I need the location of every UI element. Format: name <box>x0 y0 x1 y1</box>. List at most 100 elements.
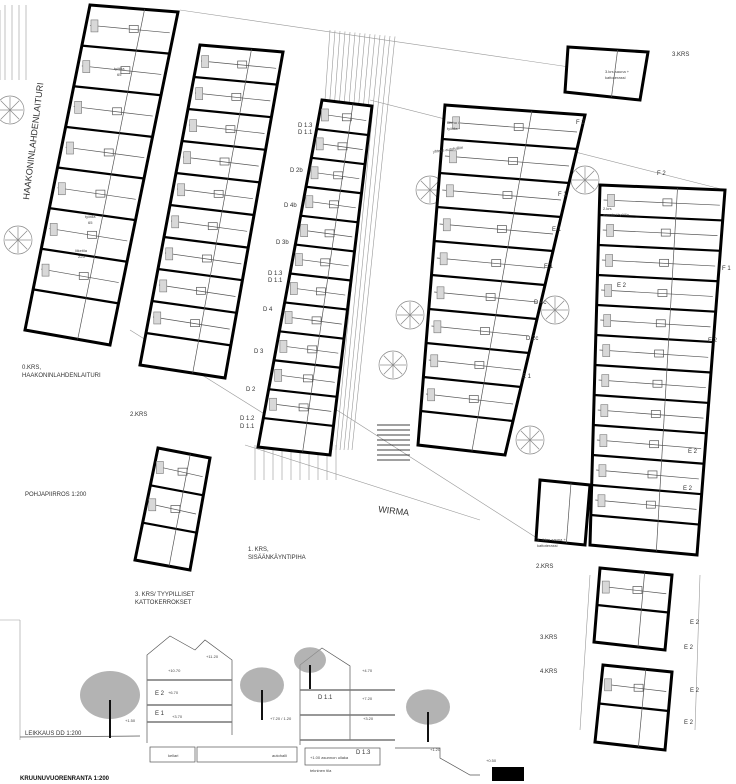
furniture-symbol <box>316 287 326 296</box>
block-attic-left <box>133 446 212 572</box>
tree-branch <box>400 305 411 316</box>
unit-divider-wall <box>157 267 243 282</box>
room-partition <box>176 188 253 200</box>
unit-type-label: E 2 <box>690 688 700 694</box>
tree-branch <box>575 170 586 181</box>
block-a <box>23 3 180 347</box>
unit-divider-wall <box>181 139 266 151</box>
furniture-symbol <box>120 66 131 74</box>
floor-label-ground-1: 0.KRS, <box>22 365 41 371</box>
tree-crown <box>294 647 326 673</box>
furniture-symbol <box>485 293 496 301</box>
tree-branch <box>584 170 595 181</box>
tree-crown <box>80 671 140 719</box>
labels: HAAKONINLAHDENLAITURI WIRMA 0.KRS, HAAKO… <box>20 52 731 782</box>
tree-icon <box>3 225 33 255</box>
unit-type-label: D 1.2 <box>240 416 255 422</box>
furniture-symbol <box>480 327 490 335</box>
unit-type-label: E 1 <box>544 264 554 270</box>
unit-divider-wall <box>591 483 702 496</box>
tree-branch <box>529 439 540 450</box>
tree-branch <box>383 355 394 366</box>
unit-divider-wall <box>597 273 719 283</box>
tree-branch <box>17 239 28 250</box>
unit-type-label: E 2 <box>708 338 718 344</box>
corridor-line <box>168 454 191 567</box>
balcony-area <box>189 119 197 132</box>
balcony-area <box>300 224 308 237</box>
unit-divider-wall <box>73 85 162 97</box>
block-4krs <box>593 663 674 752</box>
unit-divider-wall <box>193 75 278 86</box>
tree-branch <box>420 189 431 200</box>
block-sauna-top <box>563 45 650 102</box>
furniture-symbol <box>202 254 212 263</box>
block-b <box>138 43 285 380</box>
section-house-1 <box>146 635 233 743</box>
balcony-area <box>148 498 157 512</box>
tree-branch <box>584 179 595 190</box>
room-label: työtila <box>85 214 96 219</box>
balcony-area <box>315 137 324 151</box>
balcony-area <box>442 218 451 232</box>
tree-branch <box>545 300 556 311</box>
furniture-symbol <box>307 345 318 354</box>
hatch-line <box>347 35 391 451</box>
balcony-area <box>41 263 50 277</box>
unit-divider-wall <box>311 156 366 166</box>
room-label: yhteys autohalliin <box>432 145 463 154</box>
unit-divider-wall <box>32 288 119 305</box>
tree-crown <box>240 667 284 703</box>
unit-type-label: D 2 <box>246 387 256 393</box>
unit-divider-wall <box>268 388 338 398</box>
room-partition <box>285 316 342 325</box>
balcony-area <box>284 311 293 324</box>
building-outline <box>534 478 592 547</box>
unit-divider-wall <box>151 299 237 314</box>
unit-type-label: F 1 <box>558 192 567 198</box>
building-blocks <box>23 3 727 752</box>
unit-divider-wall <box>592 453 705 465</box>
furniture-symbol <box>649 440 660 449</box>
tree-branch <box>383 364 394 375</box>
room-partition <box>600 319 711 328</box>
section-tree-icon <box>406 689 450 742</box>
room-partition <box>280 345 339 354</box>
unit-divider-wall <box>305 185 362 195</box>
unit-divider-wall <box>596 603 669 614</box>
room-partition <box>601 289 713 297</box>
corridor-line <box>637 572 645 647</box>
level-mark: +1.20 <box>430 747 441 752</box>
unit-type-label: D 4 <box>263 307 273 313</box>
section-tree-icon <box>240 667 284 720</box>
furniture-symbol <box>298 403 309 412</box>
section-tree-icon <box>80 671 140 738</box>
unit-divider-wall <box>594 363 712 374</box>
balcony-area <box>159 279 168 293</box>
balcony-area <box>436 286 445 300</box>
block-sauna-right <box>534 478 592 547</box>
room-partition <box>291 287 346 296</box>
furniture-symbol <box>207 222 218 231</box>
furniture-symbol <box>112 107 122 116</box>
balcony-area <box>452 116 460 130</box>
furniture-symbol <box>633 683 644 692</box>
section-unit-label: E 2 <box>155 691 165 697</box>
room-partition <box>158 466 203 478</box>
room-partition <box>444 155 570 167</box>
room-partition <box>436 257 546 269</box>
unit-divider-wall <box>295 243 355 253</box>
building-outline <box>23 3 180 347</box>
tree-branch <box>400 314 411 325</box>
room-label: työtila <box>114 66 125 71</box>
tree-crown <box>406 689 450 725</box>
section-unit-label: E 1 <box>155 711 165 717</box>
unit-type-label: D 4b <box>284 203 297 209</box>
floor-label-3krs-1: 3. KRS/ TYYPILLISET <box>135 592 195 598</box>
floor-label-first-2: SISÄÄNKÄYNTIPIHA <box>248 554 306 561</box>
room-partition <box>296 258 349 267</box>
balcony-area <box>165 247 174 261</box>
furniture-symbol <box>103 148 114 157</box>
tree-branch <box>409 314 420 325</box>
balcony-area <box>183 151 191 165</box>
